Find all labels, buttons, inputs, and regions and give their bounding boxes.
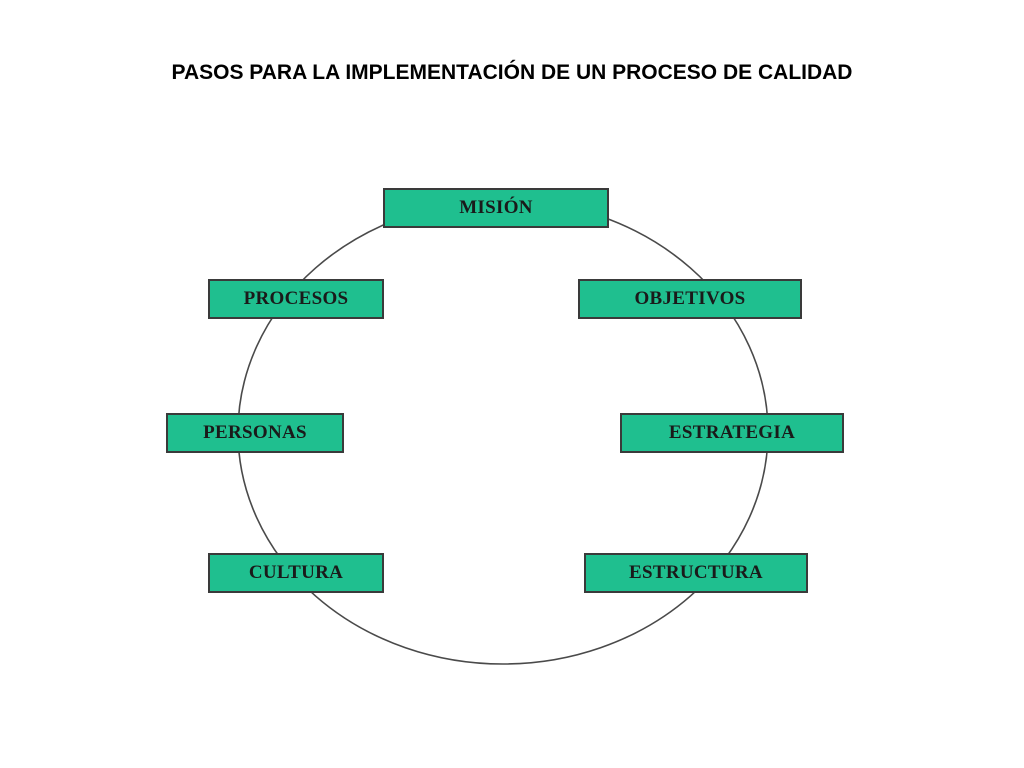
step-objetivos-box: OBJETIVOS (578, 279, 802, 319)
step-estrategia-box: ESTRATEGIA (620, 413, 844, 453)
step-personas-box: PERSONAS (166, 413, 344, 453)
step-cultura-box: CULTURA (208, 553, 384, 593)
page-title: PASOS PARA LA IMPLEMENTACIÓN DE UN PROCE… (171, 61, 853, 84)
step-mision-box: MISIÓN (383, 188, 609, 228)
step-estructura-box: ESTRUCTURA (584, 553, 808, 593)
step-procesos-box: PROCESOS (208, 279, 384, 319)
